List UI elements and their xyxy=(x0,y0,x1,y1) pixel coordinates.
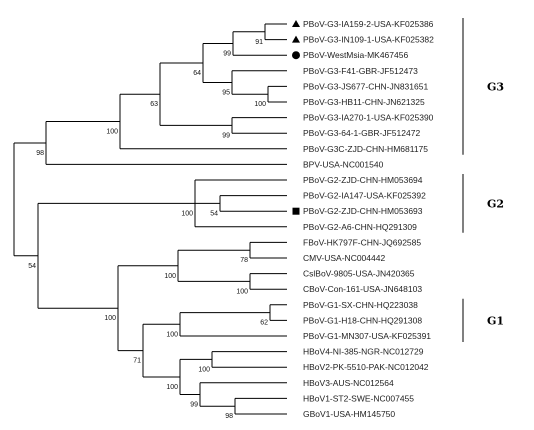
triangle-marker-icon xyxy=(292,20,300,27)
circle-marker-icon xyxy=(292,51,300,60)
bootstrap-value: 62 xyxy=(260,320,268,327)
leaf-label: PBoV-G3-64-1-GBR-JF512472 xyxy=(303,128,420,138)
bootstrap-value: 98 xyxy=(225,413,233,420)
bootstrap-value: 100 xyxy=(181,210,193,217)
leaf-label: PBoV-G3-IA159-2-USA-KF025386 xyxy=(303,19,434,29)
leaf-label: HBoV3-AUS-NC012564 xyxy=(303,378,394,388)
bootstrap-value: 100 xyxy=(164,273,176,280)
leaf-label: PBoV-G2-ZJD-CHN-HM053694 xyxy=(303,175,423,185)
leaf-label: FBoV-HK797F-CHN-JQ692585 xyxy=(303,237,421,247)
bootstrap-value: 63 xyxy=(150,101,158,108)
leaf-label: PBoV-WestMsia-MK467456 xyxy=(303,50,408,60)
clade-label: G3 xyxy=(487,80,504,93)
leaf-label: HBoV2-PK-5510-PAK-NC012042 xyxy=(303,362,429,372)
bootstrap-value: 100 xyxy=(236,288,248,295)
bootstrap-value: 64 xyxy=(193,70,201,77)
bootstrap-value: 99 xyxy=(222,132,230,139)
leaf-label: PBoV-G3-JS677-CHN-JN831651 xyxy=(303,81,428,91)
bootstrap-labels: 91 99 64 95 100 99 63 100 98 100 54 100 78 100 62 100 10… xyxy=(28,39,268,420)
bootstrap-value: 99 xyxy=(190,402,198,409)
leaf-label: PBoV-G3-HB11-CHN-JN621325 xyxy=(303,97,425,107)
leaf-label: BPV-USA-NC001540 xyxy=(303,159,384,169)
bootstrap-value: 100 xyxy=(198,366,210,373)
clade-label: G1 xyxy=(487,314,504,327)
leaf-label: PBoV-G1-MN307-USA-KF025391 xyxy=(303,331,431,341)
leaf-label: PBoV-G3-IN109-1-USA-KF025382 xyxy=(303,35,434,45)
leaf-label: PBoV-G2-A6-CHN-HQ291309 xyxy=(303,222,417,232)
leaf-label: PBoV-G1-SX-CHN-HQ223038 xyxy=(303,300,418,310)
bootstrap-value: 99 xyxy=(223,51,231,58)
leaf-label: HBoV4-NI-385-NGR-NC012729 xyxy=(303,347,424,357)
leaf-label: CBoV-Con-161-USA-JN648103 xyxy=(303,284,422,294)
leaf-label: PBoV-G2-ZJD-CHN-HM053693 xyxy=(303,206,423,216)
bootstrap-value: 100 xyxy=(166,331,178,338)
bootstrap-value: 95 xyxy=(222,90,230,97)
leaf-label: HBoV1-ST2-SWE-NC007455 xyxy=(303,393,414,403)
leaf-label: PBoV-G1-H18-CHN-HQ291308 xyxy=(303,315,422,325)
triangle-marker-icon xyxy=(292,35,300,43)
bootstrap-value: 54 xyxy=(28,263,36,270)
leaf-label: PBoV-G3-IA270-1-USA-KF025390 xyxy=(303,113,434,123)
leaf-label: PBoV-G2-IA147-USA-KF025392 xyxy=(303,191,426,201)
leaf-label: PBoV-G3C-ZJD-CHN-HM681175 xyxy=(303,144,428,154)
bootstrap-value: 98 xyxy=(36,150,44,157)
bootstrap-value: 100 xyxy=(106,129,118,136)
leaf-label: CslBoV-9805-USA-JN420365 xyxy=(303,269,415,279)
bootstrap-value: 54 xyxy=(210,210,218,217)
bootstrap-value: 91 xyxy=(255,39,263,46)
leaf-label: GBoV1-USA-HM145750 xyxy=(303,409,395,419)
bootstrap-value: 71 xyxy=(133,358,141,365)
bootstrap-value: 100 xyxy=(104,315,116,322)
bootstrap-value: 78 xyxy=(240,257,248,264)
leaf-markers xyxy=(292,20,300,215)
bootstrap-value: 100 xyxy=(254,101,266,108)
square-marker-icon xyxy=(292,207,300,215)
tree-branches xyxy=(13,23,287,415)
bootstrap-value: 100 xyxy=(166,384,178,391)
clade-label: G2 xyxy=(487,197,504,210)
leaf-label: CMV-USA-NC004442 xyxy=(303,253,385,263)
leaf-labels: PBoV-G3-IA159-2-USA-KF025386PBoV-G3-IN10… xyxy=(303,19,434,419)
leaf-label: PBoV-G3-F41-GBR-JF512473 xyxy=(303,66,418,76)
